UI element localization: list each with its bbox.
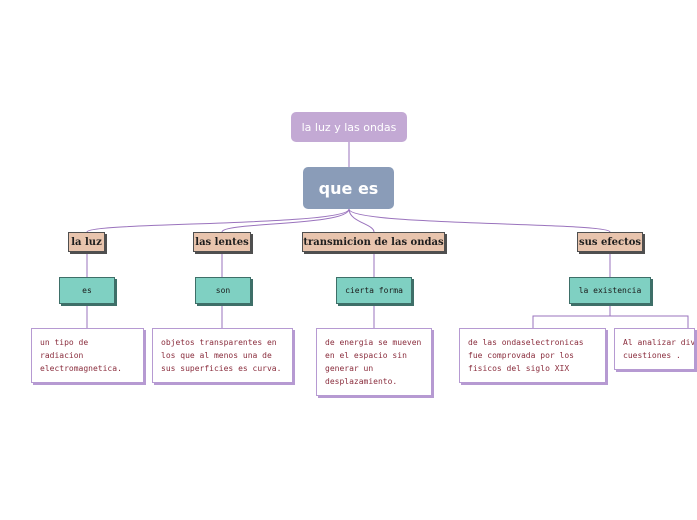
topic-node-las-lentes[interactable]: las lentes: [193, 232, 251, 252]
connector-node-la-existencia[interactable]: la existencia: [569, 277, 651, 304]
detail-node-radiacion[interactable]: un tipo de radiacion electromagnetica.: [31, 328, 144, 383]
detail-text: de energia se mueven en el espacio sin g…: [325, 338, 422, 386]
map-title-node[interactable]: la luz y las ondas: [291, 112, 407, 142]
link-central-topic-4: [348, 208, 611, 233]
link-central-topic-2: [221, 208, 350, 233]
detail-node-objetos[interactable]: objetos transparentes en los que al meno…: [152, 328, 293, 383]
detail-node-ondaselectronicas[interactable]: de las ondaselectronicas fue comprovada …: [459, 328, 606, 383]
detail-text: de las ondaselectronicas fue comprovada …: [468, 338, 584, 373]
link-connector-detail-4a: [532, 304, 611, 328]
topic-node-la-luz[interactable]: la luz: [68, 232, 105, 252]
link-central-topic-3: [348, 208, 375, 233]
topic-node-transmicion[interactable]: transmicion de las ondas: [302, 232, 445, 252]
central-node[interactable]: que es: [303, 167, 394, 209]
link-connector-detail-4b: [610, 315, 689, 328]
detail-node-energia[interactable]: de energia se mueven en el espacio sin g…: [316, 328, 432, 396]
connector-node-es[interactable]: es: [59, 277, 115, 304]
topic-node-sus-efectos[interactable]: sus efectos: [577, 232, 643, 252]
detail-text: un tipo de radiacion electromagnetica.: [40, 338, 122, 373]
detail-node-analizar[interactable]: Al analizar div cuestiones .: [614, 328, 695, 370]
connector-node-cierta-forma[interactable]: cierta forma: [336, 277, 412, 304]
detail-text: Al analizar div cuestiones .: [623, 338, 695, 360]
link-central-topic-1: [86, 208, 350, 233]
connector-node-son[interactable]: son: [195, 277, 251, 304]
detail-text: objetos transparentes en los que al meno…: [161, 338, 282, 373]
